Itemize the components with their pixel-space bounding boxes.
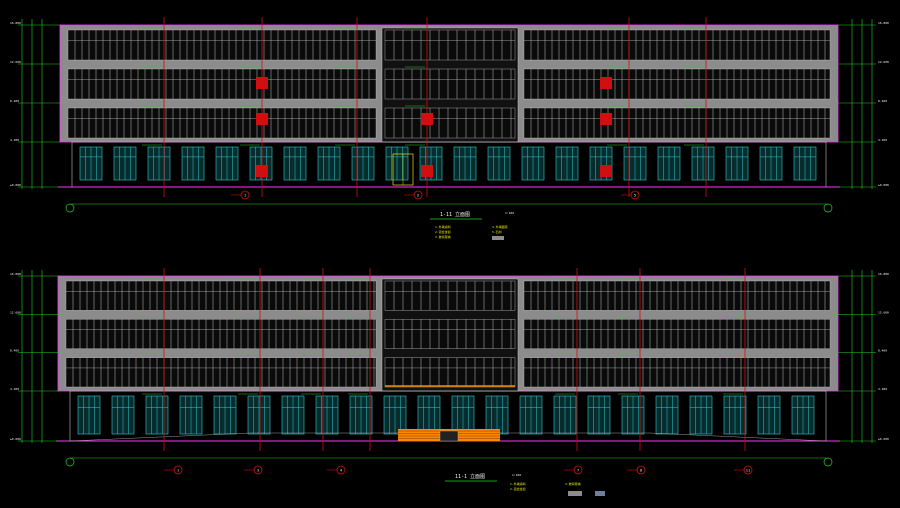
legend-notes: 1.外墙涂料 2.铝合金窗 3.玻璃幕墙 bbox=[510, 481, 605, 496]
axis-bubble-label: 8 bbox=[640, 468, 642, 472]
level-label: 12.600 bbox=[10, 310, 21, 314]
window-band bbox=[523, 107, 831, 139]
axis-grid-lines bbox=[142, 268, 746, 451]
level-label: 8.400 bbox=[878, 349, 887, 353]
axis-bubble-label: 1 bbox=[177, 468, 179, 472]
window-grid bbox=[65, 280, 831, 388]
axis-bubble-label: 5 bbox=[634, 193, 636, 197]
level-label: 16.800 bbox=[878, 272, 889, 276]
legend-note: 4.外墙面砖 bbox=[492, 224, 508, 229]
window-band bbox=[65, 280, 377, 311]
legend-swatch bbox=[595, 491, 605, 496]
level-label: ±0.000 bbox=[10, 183, 21, 187]
ground-floor bbox=[58, 141, 840, 188]
dimension-chain-left: 16.800 12.600 8.400 4.200 ±0.000 bbox=[10, 270, 60, 443]
window-band bbox=[384, 280, 516, 311]
red-marker bbox=[600, 113, 612, 125]
legend-note: 2.铝合金窗 bbox=[435, 229, 451, 234]
elevation-title: 11-1 立面图 bbox=[455, 473, 485, 480]
window-band bbox=[384, 107, 516, 139]
window-band bbox=[384, 357, 516, 388]
axis-bubbles: 1 3 4 7 8 11 bbox=[65, 457, 833, 475]
level-label: 12.600 bbox=[10, 60, 21, 64]
ramp bbox=[500, 432, 827, 442]
window-band bbox=[65, 319, 377, 349]
level-label: 8.400 bbox=[878, 99, 887, 103]
dimension-chain-right: 16.800 12.600 8.400 4.200 ±0.000 bbox=[838, 270, 889, 443]
red-marker bbox=[256, 77, 268, 89]
level-label: 16.800 bbox=[10, 272, 21, 276]
window-band bbox=[523, 319, 831, 349]
level-label: 12.600 bbox=[878, 310, 889, 314]
axis-bubbles: 1 2 5 bbox=[65, 190, 833, 213]
legend-notes: 1.外墙涂料 2.铝合金窗 3.玻璃幕墙 4.外墙面砖 5.石材 bbox=[435, 224, 508, 240]
ground-floor bbox=[56, 385, 840, 442]
axis-bubble-label: 3 bbox=[257, 468, 259, 472]
level-label: 4.200 bbox=[10, 138, 19, 142]
level-label: 4.200 bbox=[10, 387, 19, 391]
legend-swatch bbox=[492, 236, 504, 240]
legend-note: 3.玻璃幕墙 bbox=[565, 481, 581, 486]
red-marker bbox=[600, 165, 612, 177]
window-band bbox=[384, 68, 516, 100]
axis-bubble bbox=[65, 203, 75, 213]
legend-note: 2.铝合金窗 bbox=[510, 486, 526, 491]
window-band bbox=[523, 357, 831, 388]
red-marker bbox=[256, 113, 268, 125]
axis-bubble-label: 1 bbox=[244, 193, 246, 197]
legend-note: 1.外墙涂料 bbox=[435, 224, 451, 229]
window-grid bbox=[67, 29, 831, 139]
axis-bubble bbox=[823, 203, 833, 213]
window-band bbox=[523, 29, 831, 61]
legend-note: 3.玻璃幕墙 bbox=[435, 234, 451, 239]
elevation-scale: 1:100 bbox=[512, 473, 521, 477]
level-label: ±0.000 bbox=[10, 437, 21, 441]
elevation-scale: 1:100 bbox=[505, 211, 514, 215]
axis-bubble bbox=[823, 457, 833, 467]
window-band bbox=[384, 319, 516, 349]
level-label: 4.200 bbox=[878, 138, 887, 142]
level-label: ±0.000 bbox=[878, 437, 889, 441]
red-marker bbox=[256, 165, 268, 177]
level-label: 8.400 bbox=[10, 99, 19, 103]
axis-bubble-label: 11 bbox=[746, 468, 750, 472]
red-marker bbox=[421, 165, 433, 177]
entrance-door bbox=[439, 430, 459, 442]
legend-note: 1.外墙涂料 bbox=[510, 481, 526, 486]
legend-note: 5.石材 bbox=[492, 229, 502, 234]
level-label: 12.600 bbox=[878, 60, 889, 64]
axis-bubble bbox=[65, 457, 75, 467]
level-label: ±0.000 bbox=[878, 183, 889, 187]
ramp bbox=[69, 432, 398, 442]
level-label: 8.400 bbox=[10, 349, 19, 353]
window-band bbox=[523, 68, 831, 100]
red-marker bbox=[421, 113, 433, 125]
axis-bubble-label: 4 bbox=[340, 468, 342, 472]
elevation-title: 1-11 立面图 bbox=[440, 211, 470, 218]
level-label: 4.200 bbox=[878, 387, 887, 391]
axis-bubble-label: 2 bbox=[417, 193, 419, 197]
axis-bubble-label: 7 bbox=[577, 468, 579, 472]
level-label: 16.800 bbox=[10, 21, 21, 25]
level-label: 16.800 bbox=[878, 21, 889, 25]
window-band bbox=[523, 280, 831, 311]
red-marker bbox=[600, 77, 612, 89]
legend-swatch bbox=[568, 491, 582, 496]
dimension-chain-right: 16.800 12.600 8.400 4.200 ±0.000 bbox=[838, 19, 889, 189]
axis-grid-lines bbox=[142, 17, 707, 197]
window-band bbox=[65, 357, 377, 388]
dimension-chain-left: 16.800 12.600 8.400 4.200 ±0.000 bbox=[10, 19, 60, 189]
window-band bbox=[384, 29, 516, 61]
elevation-top: 16.800 12.600 8.400 4.200 ±0.000 16.800 12.60… bbox=[10, 17, 889, 240]
elevation-bottom: 16.800 12.600 8.400 4.200 ±0.000 16.800 12.60… bbox=[10, 268, 889, 496]
